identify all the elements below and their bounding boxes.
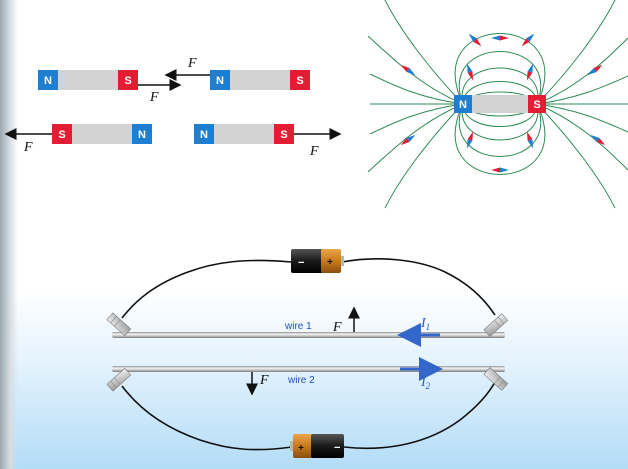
battery-bottom-minus: − xyxy=(334,442,340,454)
compass-needle-icon xyxy=(491,35,509,41)
field-magnet-north-label: N xyxy=(459,99,467,111)
magnet-2-south-label: S xyxy=(296,75,303,87)
magnet-3-south-pole xyxy=(52,124,72,144)
force-label-wire-2: F xyxy=(259,373,269,388)
battery-icon: − + xyxy=(291,249,344,273)
wire-1-label: wire 1 xyxy=(284,321,312,332)
magnet-1-south-pole xyxy=(118,70,138,90)
magnet-1-south-label: S xyxy=(124,75,131,87)
compass-needle-icon xyxy=(466,131,474,149)
compass-needle-icon xyxy=(521,33,535,47)
compass-needle-icon xyxy=(587,64,603,76)
magnet-4: N S xyxy=(194,124,294,144)
magnet-3-north-label: N xyxy=(138,129,146,141)
force-label-1: F xyxy=(149,90,159,105)
field-magnet-north-pole xyxy=(454,95,472,113)
magnet-1-north-pole xyxy=(38,70,58,90)
magnet-1: N S xyxy=(38,70,138,90)
battery-bottom-plus: + xyxy=(298,443,304,454)
alligator-clip-icon xyxy=(106,367,132,392)
magnet-4-north-pole xyxy=(194,124,214,144)
battery-top-minus: − xyxy=(298,257,304,269)
compass-needles xyxy=(400,33,606,173)
compass-needle-icon xyxy=(526,131,534,149)
magnet-2-north-pole xyxy=(210,70,230,90)
magnet-4-north-label: N xyxy=(200,129,208,141)
left-edge-shade xyxy=(0,0,18,469)
wire-1-rod xyxy=(112,332,505,338)
alligator-clip-icon xyxy=(483,313,509,337)
field-lines xyxy=(367,0,628,209)
magnet-3-south-label: S xyxy=(58,129,65,141)
compass-needle-icon xyxy=(590,134,606,146)
magnet-4-south-pole xyxy=(274,124,294,144)
field-magnet-south-label: S xyxy=(533,99,540,111)
field-bar-magnet: N S xyxy=(454,95,546,113)
force-label-wire-1: F xyxy=(332,320,342,335)
current-label-1: I1 xyxy=(420,316,430,332)
compass-needle-icon xyxy=(491,167,509,173)
magnet-3: S N xyxy=(52,124,152,144)
magnet-2-north-label: N xyxy=(216,75,224,87)
magnet-3-north-pole xyxy=(132,124,152,144)
alligator-clip-icon xyxy=(483,367,509,391)
compass-needle-icon xyxy=(400,64,416,76)
current-label-2: I2 xyxy=(420,375,431,391)
wire-2-label: wire 2 xyxy=(287,375,315,386)
magnet-4-south-label: S xyxy=(280,129,287,141)
alligator-clip-icon xyxy=(106,312,132,337)
field-magnet-south-pole xyxy=(528,95,546,113)
force-label-3: F xyxy=(23,140,33,155)
magnet-2: N S xyxy=(210,70,310,90)
battery-icon: + − xyxy=(290,434,344,458)
force-label-4: F xyxy=(309,144,319,159)
compass-needle-icon xyxy=(400,134,416,146)
compass-needle-icon xyxy=(466,63,474,81)
wire-2-rod xyxy=(112,366,505,372)
compass-needle-icon xyxy=(526,63,534,81)
lead-wires xyxy=(121,258,497,451)
magnet-1-north-label: N xyxy=(44,75,52,87)
battery-top-plus: + xyxy=(327,257,333,268)
compass-needle-icon xyxy=(468,33,482,47)
force-label-2: F xyxy=(187,56,197,71)
magnet-2-south-pole xyxy=(290,70,310,90)
